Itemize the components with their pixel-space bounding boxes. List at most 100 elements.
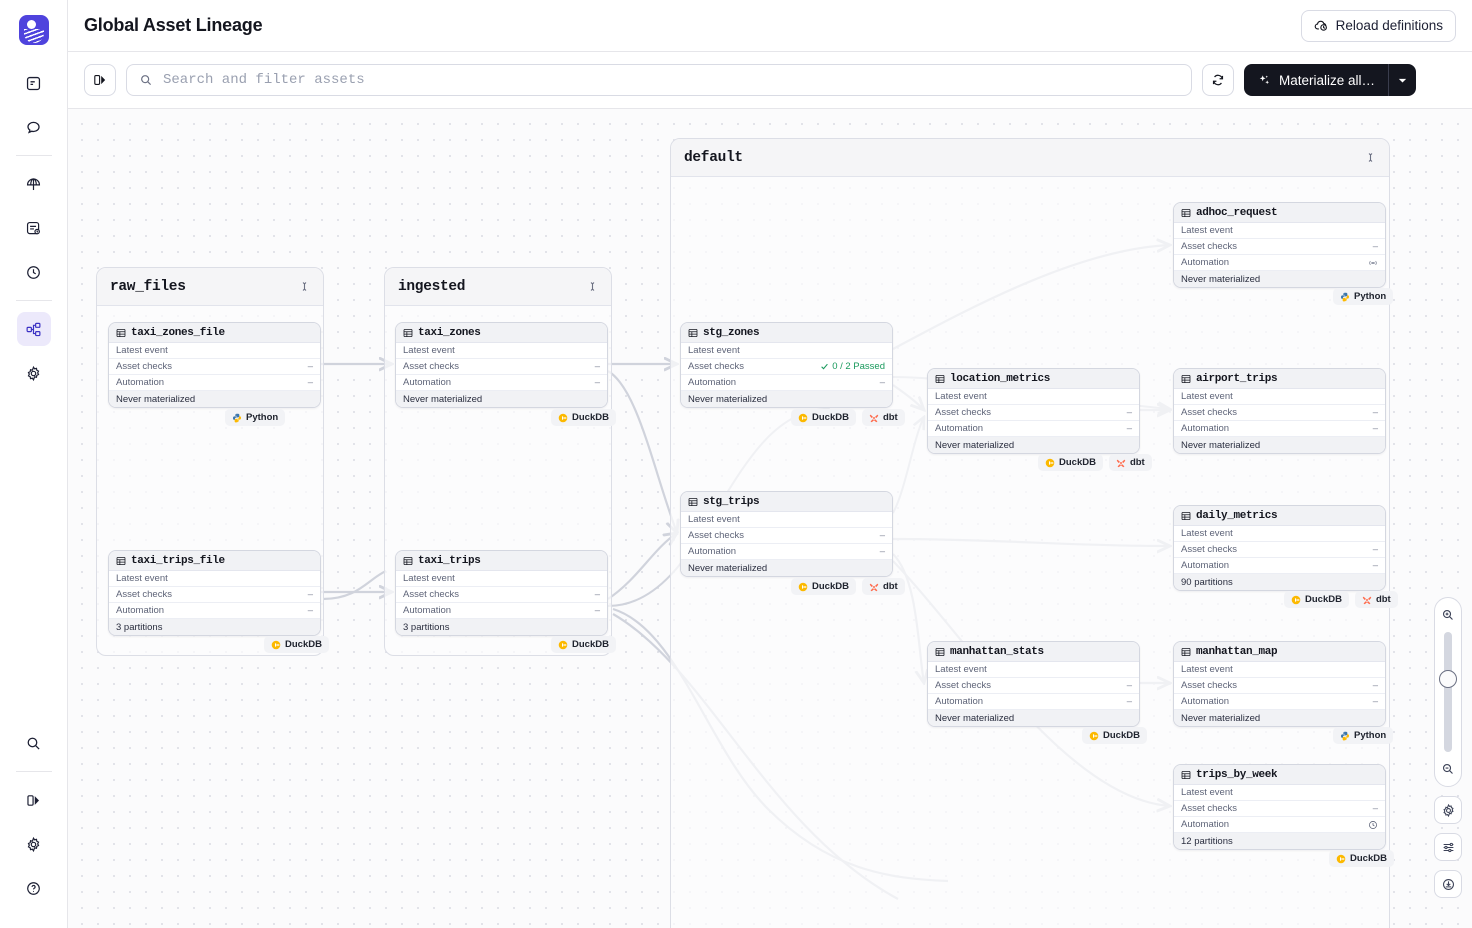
asset-node-header[interactable]: trips_by_week [1174, 765, 1385, 785]
group-header[interactable]: ingested [385, 268, 611, 306]
lineage-canvas[interactable]: raw_files ingested default [68, 109, 1472, 928]
asset-node-header[interactable]: adhoc_request [1174, 203, 1385, 223]
group-header[interactable]: raw_files [97, 268, 323, 306]
zoom-slider-thumb[interactable] [1439, 670, 1457, 688]
collapse-icon[interactable] [1365, 152, 1376, 163]
asset-node-header[interactable]: taxi_trips_file [109, 551, 320, 571]
search-input[interactable] [161, 71, 1179, 89]
sidebar-panel-collapse-icon[interactable] [17, 783, 51, 817]
automation-value: – [594, 377, 600, 388]
sidebar-item-settings[interactable] [17, 356, 51, 390]
reload-definitions-button[interactable]: Reload definitions [1300, 9, 1456, 42]
asset-node-name: stg_zones [703, 326, 760, 339]
latest-event-label: Latest event [1181, 664, 1233, 675]
asset-node-header[interactable]: stg_trips [681, 492, 892, 512]
asset-node-header[interactable]: taxi_zones [396, 323, 607, 343]
sliders-icon [1441, 840, 1456, 855]
tag-duckdb[interactable]: DuckDB [791, 578, 856, 595]
filter-panel-toggle-button[interactable] [84, 64, 116, 96]
sidebar-search-icon[interactable] [17, 726, 51, 760]
tag-dbt[interactable]: dbt [1354, 591, 1398, 608]
recenter-button[interactable] [1434, 870, 1462, 898]
graph-filters-button[interactable] [1434, 833, 1462, 861]
tag-python[interactable]: Python [1333, 288, 1394, 305]
reload-definitions-label: Reload definitions [1335, 18, 1443, 33]
sidebar-item-overview[interactable] [17, 66, 51, 100]
tag-dbt[interactable]: dbt [861, 578, 905, 595]
table-icon [1181, 374, 1191, 384]
collapse-icon[interactable] [587, 281, 598, 292]
group-header[interactable]: default [671, 139, 1389, 177]
sidebar-item-runs[interactable] [17, 110, 51, 144]
automation-value: – [1126, 423, 1132, 434]
refresh-button[interactable] [1202, 64, 1234, 96]
sidebar-item-schedules[interactable] [17, 255, 51, 289]
automation-row: Automation– [109, 375, 320, 391]
sidebar-item-lineage[interactable] [16, 312, 51, 346]
latest-event-row: Latest event [1174, 785, 1385, 801]
asset-node-header[interactable]: daily_metrics [1174, 506, 1385, 526]
tag-duckdb[interactable]: DuckDB [264, 636, 329, 653]
asset-node-header[interactable]: taxi_zones_file [109, 323, 320, 343]
asset-node-name: taxi_trips_file [131, 554, 225, 567]
asset-checks-value: – [1126, 680, 1132, 691]
table-icon [688, 497, 698, 507]
sidebar-user-settings-icon[interactable] [17, 827, 51, 861]
asset-status: Never materialized [681, 391, 892, 407]
tag-duckdb[interactable]: DuckDB [1329, 850, 1394, 867]
sidebar-divider [15, 155, 52, 156]
asset-node-header[interactable]: manhattan_map [1174, 642, 1385, 662]
asset-checks-value: – [1126, 407, 1132, 418]
asset-node-header[interactable]: location_metrics [928, 369, 1139, 389]
tag-duckdb[interactable]: DuckDB [1284, 591, 1349, 608]
asset-checks-label: Asset checks [688, 530, 744, 541]
tag-dbt[interactable]: dbt [861, 409, 905, 426]
page-header: Global Asset Lineage Reload definitions [68, 0, 1472, 52]
automation-value: – [879, 546, 885, 557]
zoom-out-icon[interactable] [1435, 757, 1461, 781]
asset-node-header[interactable]: airport_trips [1174, 369, 1385, 389]
automation-label: Automation [1181, 696, 1230, 707]
graph-settings-button[interactable] [1434, 796, 1462, 824]
sidebar-item-jobs[interactable] [17, 211, 51, 245]
dagster-logo-icon[interactable] [18, 15, 49, 45]
tag-duckdb[interactable]: DuckDB [551, 409, 616, 426]
tag-duckdb[interactable]: DuckDB [1038, 454, 1103, 471]
tag-duckdb[interactable]: DuckDB [791, 409, 856, 426]
collapse-icon[interactable] [299, 281, 310, 292]
tag-dbt[interactable]: dbt [1108, 454, 1152, 471]
asset-node-header[interactable]: manhattan_stats [928, 642, 1139, 662]
zoom-in-icon[interactable] [1435, 603, 1461, 627]
tag-duckdb[interactable]: DuckDB [1082, 727, 1147, 744]
table-icon [1181, 208, 1191, 218]
search-field[interactable] [126, 64, 1192, 96]
sidebar-item-assets[interactable] [17, 167, 51, 201]
materialize-dropdown-button[interactable] [1388, 64, 1417, 96]
asset-node-header[interactable]: stg_zones [681, 323, 892, 343]
zoom-slider-track[interactable] [1439, 632, 1457, 752]
tag-python[interactable]: Python [1333, 727, 1394, 744]
automation-value-wrap: – [308, 605, 313, 616]
asset-checks-row: Asset checks– [1174, 678, 1385, 694]
tag-python[interactable]: Python [225, 409, 286, 426]
asset-node-header[interactable]: taxi_trips [396, 551, 607, 571]
automation-label: Automation [403, 605, 452, 616]
asset-node-name: adhoc_request [1196, 206, 1278, 219]
recenter-icon [1441, 877, 1456, 892]
sidebar-help-icon[interactable] [17, 871, 51, 905]
materialize-all-button[interactable]: Materialize all… [1244, 64, 1389, 96]
tag-duckdb[interactable]: DuckDB [551, 636, 616, 653]
